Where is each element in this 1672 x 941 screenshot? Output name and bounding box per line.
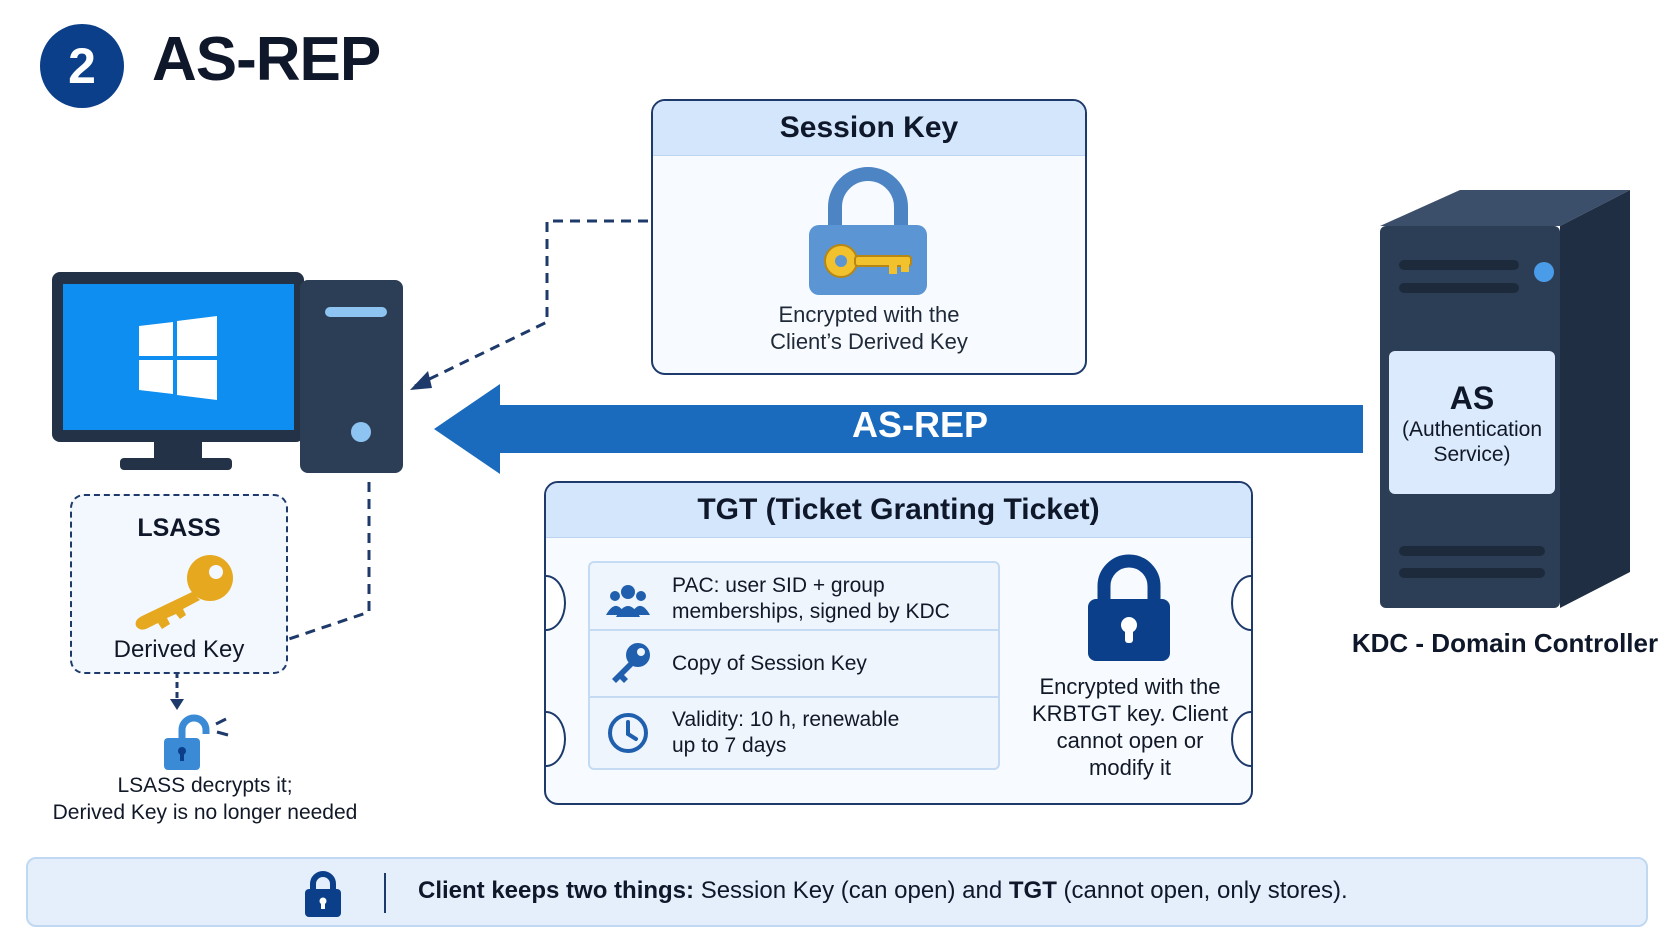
tgt-title: TGT (Ticket Granting Ticket) bbox=[546, 483, 1251, 538]
client-monitor bbox=[52, 272, 304, 470]
derived-key-caption: Derived Key bbox=[113, 636, 245, 663]
kdc-label: KDC - Domain Controller bbox=[1351, 628, 1659, 658]
session-key-card: Session Key Encrypted with the Client’s … bbox=[651, 99, 1087, 375]
session-key-caption: Encrypted with the Client’s Derived Key bbox=[770, 302, 968, 354]
decrypt-arrowhead bbox=[170, 699, 184, 710]
tgt-card: TGT (Ticket Granting Ticket) PAC: user S… bbox=[544, 481, 1253, 805]
ticket-notch bbox=[546, 575, 566, 631]
windows-logo-icon bbox=[139, 316, 217, 400]
tgt-contents-list: PAC: user SID + group memberships, signe… bbox=[588, 561, 1000, 770]
row-divider bbox=[590, 696, 998, 698]
lock-icon bbox=[1084, 553, 1174, 668]
users-icon bbox=[606, 583, 650, 624]
derived-key-icon bbox=[128, 552, 238, 637]
tgt-item-validity: Validity: 10 h, renewable up to 7 days bbox=[672, 708, 900, 757]
key-icon bbox=[606, 641, 654, 692]
authentication-service-panel: AS (Authentication Service) bbox=[1389, 351, 1555, 494]
ticket-notch bbox=[1231, 575, 1251, 631]
as-subtitle: (Authentication Service) bbox=[1401, 417, 1543, 466]
tgt-item-session-key-copy: Copy of Session Key bbox=[672, 652, 867, 675]
step-number-badge: 2 bbox=[40, 24, 124, 108]
lock-icon bbox=[303, 871, 343, 922]
as-title: AS bbox=[1449, 379, 1495, 416]
page-title: AS-REP bbox=[152, 25, 381, 94]
summary-text: Client keeps two things: Session Key (ca… bbox=[418, 877, 1348, 904]
decrypt-note: LSASS decrypts it; Derived Key is no lon… bbox=[52, 774, 358, 824]
lsass-title: LSASS bbox=[137, 514, 221, 542]
session-connector-arrowhead bbox=[410, 371, 432, 390]
client-tower bbox=[300, 280, 403, 473]
session-key-connector bbox=[414, 219, 648, 388]
as-rep-arrow-label: AS-REP bbox=[851, 404, 989, 445]
clock-icon bbox=[606, 711, 650, 760]
padlock-key-icon bbox=[803, 159, 933, 304]
ticket-notch bbox=[546, 711, 566, 767]
lsass-connector bbox=[285, 482, 371, 642]
tgt-encryption-note: Encrypted with the KRBTGT key. Client ca… bbox=[1031, 674, 1228, 780]
row-divider bbox=[590, 629, 998, 631]
session-key-title: Session Key bbox=[653, 101, 1085, 156]
summary-banner: Client keeps two things: Session Key (ca… bbox=[26, 857, 1648, 927]
lsass-box: LSASS Derived Key bbox=[70, 494, 288, 674]
tgt-item-pac: PAC: user SID + group memberships, signe… bbox=[672, 574, 950, 623]
unlocked-padlock-icon bbox=[160, 712, 240, 777]
banner-divider bbox=[384, 873, 386, 913]
as-rep-arrow bbox=[434, 384, 1363, 474]
